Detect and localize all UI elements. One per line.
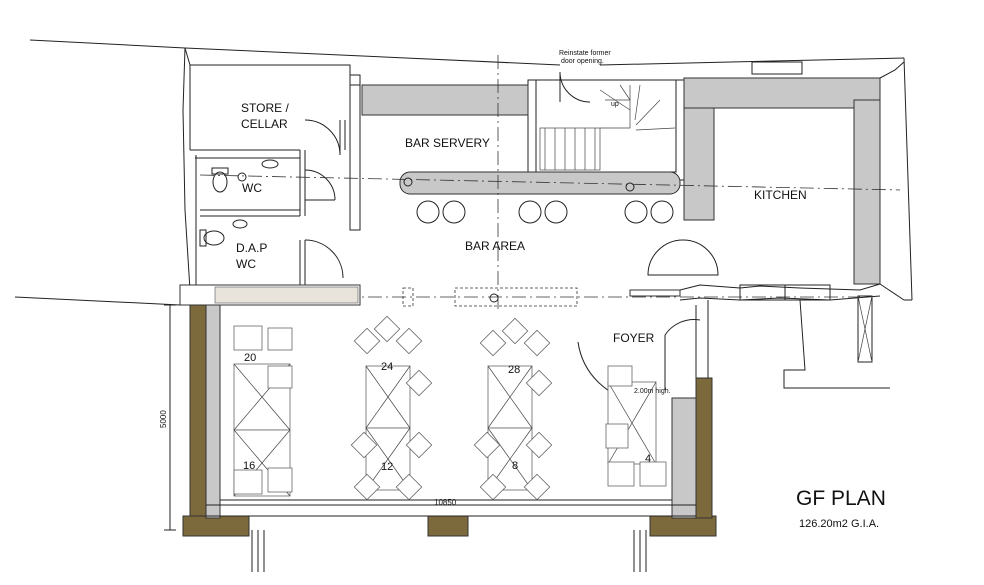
width-dimension: 10850 [434,498,457,507]
room-label-dap-wc: WC [236,257,256,271]
room-label-wc: WC [242,181,262,195]
room-label-store: STORE / [241,101,289,115]
lower-room-walls [182,295,890,572]
dining-table-group-2 [350,315,433,501]
notes: Reinstate former door opening. 2.00m hig… [559,50,671,395]
door-note-line1: Reinstate former [559,50,611,57]
table-number: 12 [381,461,393,473]
upper-walls [182,47,905,301]
room-label-dap: D.A.P [236,241,267,255]
table-number: 8 [512,460,518,472]
room-label-bar-servery: BAR SERVERY [405,136,490,150]
wc-fittings [199,159,279,247]
plan-title: GF PLAN [796,487,886,510]
dining-table-group-3 [473,317,553,501]
table-number: 24 [381,361,393,373]
door-note-line2: door opening. [561,58,604,65]
table-number: 20 [244,352,256,364]
room-label-foyer: FOYER [613,331,655,345]
dining-table-group-4 [605,365,667,487]
room-labels: STORE / CELLAR WC D.A.P WC BAR SERVERY B… [236,101,807,345]
stair-up-label: up [611,101,619,108]
title-block: GF PLAN 126.20m2 G.I.A. [796,487,886,530]
room-label-kitchen: KITCHEN [754,188,807,202]
depth-dimension: 5000 [159,410,168,428]
room-label-bar-area: BAR AREA [465,239,525,253]
dividing-wall [179,283,881,306]
dining-table-group-1 [233,325,293,497]
table-number: 4 [645,453,651,465]
dimension-lines: 5000 10850 [159,304,696,531]
room-label-cellar: CELLAR [241,117,288,131]
bar-stools [403,177,674,303]
table-number: 28 [508,364,520,376]
plan-area: 126.20m2 G.I.A. [799,518,879,530]
table-number: 16 [243,460,255,472]
staircase: up [539,84,676,171]
table-numbers: 20 16 24 12 28 8 4 [243,352,651,473]
headroom-note: 2.00m high. [634,388,671,395]
